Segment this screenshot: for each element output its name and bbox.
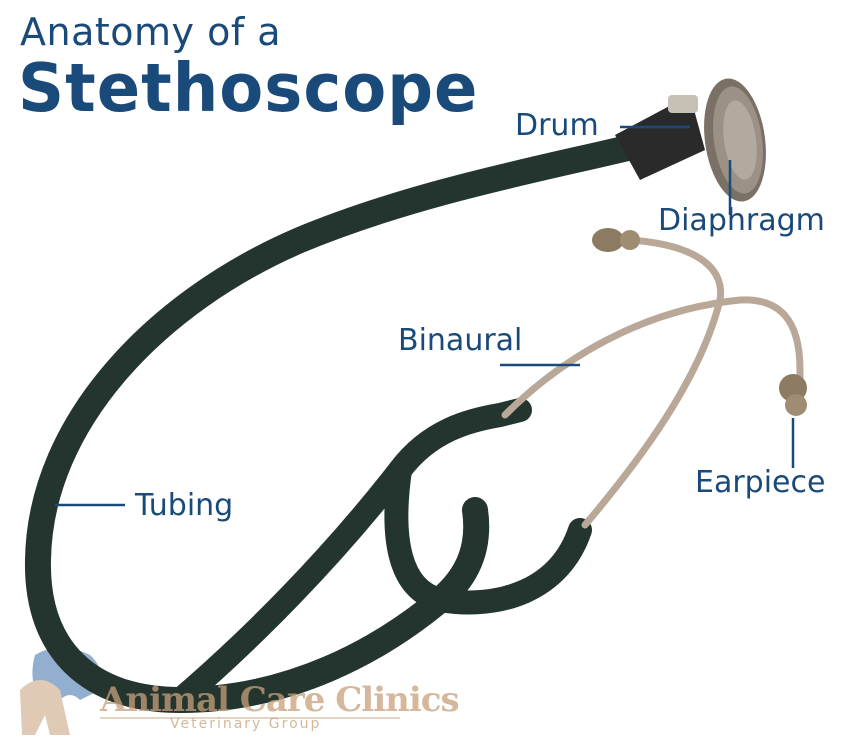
chest-piece [615,78,766,202]
y-branch-stem [168,458,452,712]
binaural-tube-front [501,296,804,419]
label-binaural: Binaural [398,323,523,358]
title-line1: Anatomy of a [20,10,282,54]
binaural-tube-back [581,236,725,529]
label-tubing: Tubing [135,488,234,523]
logo-name: Animal Care Clinics [100,680,460,720]
label-earpiece: Earpiece [695,465,826,500]
earpiece-left-shape-2 [620,230,640,250]
tubing-shape [24,132,653,714]
y-branch-upper [388,398,532,482]
label-diaphragm: Diaphragm [658,203,825,238]
earpiece-left-shape [592,228,624,252]
y-branch-lower [428,518,592,615]
label-drum: Drum [515,108,599,143]
earpiece-right-shape-2 [785,394,807,416]
title-line2: Stethoscope [18,50,479,128]
logo-subtitle: Veterinary Group [170,716,322,732]
